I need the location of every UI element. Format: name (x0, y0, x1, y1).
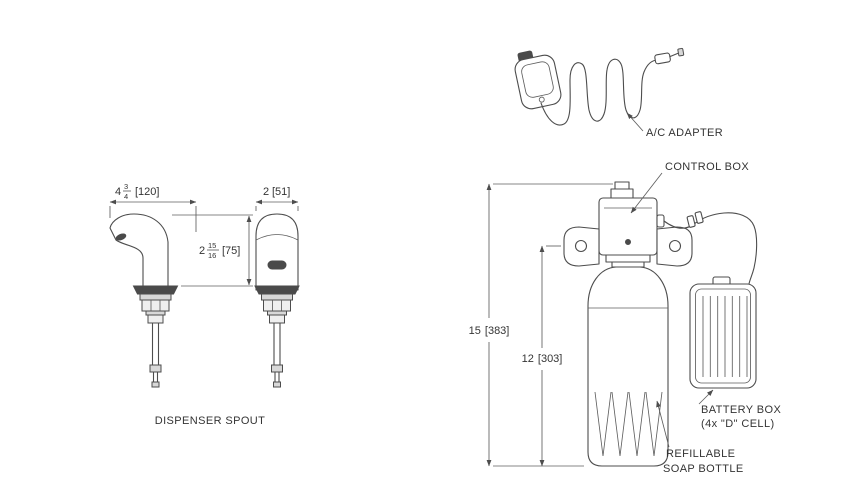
spout-width-dimension: 2 [51] (255, 186, 299, 211)
overall-height-dimension: 15[383] (469, 183, 613, 467)
ac-adapter-plug (514, 50, 562, 110)
battery-box-drawing: BATTERY BOX (4x "D" CELL) (689, 276, 781, 430)
battery-box-body (689, 283, 757, 389)
soap-bottle-leader-line (656, 400, 670, 448)
spout-front-body (255, 213, 299, 291)
dim-mm: [120] (135, 186, 159, 198)
control-box-indicator (625, 239, 631, 245)
inline-connector (686, 215, 696, 228)
spout-height-dimension: 2 15 16 [75] (172, 214, 253, 287)
battery-box-label: BATTERY BOX (701, 404, 781, 416)
sensor-window (267, 260, 287, 270)
dim-denominator: 4 (124, 192, 128, 201)
connector-body (654, 52, 671, 65)
inline-connector (694, 211, 704, 224)
cap-base (610, 188, 634, 199)
coiled-cord (540, 58, 659, 126)
dim-whole: 2 (263, 186, 269, 198)
soap-bottle-drawing: REFILLABLE SOAP BOTTLE (587, 254, 744, 475)
dispenser-spout-caption: DISPENSER SPOUT (155, 415, 266, 427)
spout-side-view (109, 213, 179, 388)
control-box-body (598, 197, 658, 256)
dim-whole: 2 (199, 245, 205, 257)
cap-top (614, 181, 630, 190)
overall-height-text: 15[383] (469, 325, 510, 337)
control-box-drawing: CONTROL BOX (598, 161, 749, 256)
plug-face (521, 61, 554, 98)
dim-mm: [51] (272, 186, 290, 198)
dim-numerator: 15 (208, 241, 216, 250)
soap-bottle-label-line1: REFILLABLE (666, 448, 735, 460)
plug-body (514, 54, 562, 110)
bottle-fluting (594, 391, 663, 457)
ac-adapter-leader-line (626, 112, 644, 132)
battery-cable-drawing (663, 211, 758, 285)
battery-ridges (702, 296, 748, 377)
cable-gland (656, 214, 665, 228)
bottle-neck (611, 261, 645, 268)
screw-hole (574, 239, 588, 253)
spout-body (109, 213, 169, 287)
bottle-height-text: 12[303] (522, 353, 563, 365)
soap-bottle-label-line2: SOAP BOTTLE (663, 463, 744, 475)
dim-mm: [75] (222, 245, 240, 257)
bottle-collar (605, 254, 651, 263)
connector-tip (669, 52, 679, 58)
battery-box-sublabel: (4x "D" CELL) (701, 418, 775, 430)
barrel-connector (654, 47, 685, 65)
plug-cord-exit (538, 96, 545, 103)
battery-box-leader-line (698, 389, 714, 405)
control-box-leader-line (630, 172, 663, 214)
dim-numerator: 3 (124, 182, 128, 191)
mounting-bracket-drawing (563, 226, 693, 267)
spout-mounting-hardware (132, 285, 179, 388)
spout-front-mounting-hardware (254, 285, 300, 388)
spout-front-seam (255, 234, 299, 241)
spout-outlet (115, 233, 127, 241)
dim-denominator: 16 (208, 251, 216, 260)
battery-box-inner (695, 288, 751, 384)
spout-front-view (254, 213, 300, 388)
spout-reach-dimension: 4 3 4 [120] (109, 182, 197, 232)
screw-hole (668, 239, 682, 253)
ac-adapter-label: A/C ADAPTER (646, 127, 723, 139)
bottle-body (587, 266, 669, 467)
connector-end (677, 47, 685, 57)
ac-adapter-drawing: A/C ADAPTER (514, 47, 723, 139)
bottle-height-dimension: 12[303] (522, 245, 563, 467)
control-box-label: CONTROL BOX (665, 161, 749, 173)
dim-whole: 4 (115, 186, 121, 198)
